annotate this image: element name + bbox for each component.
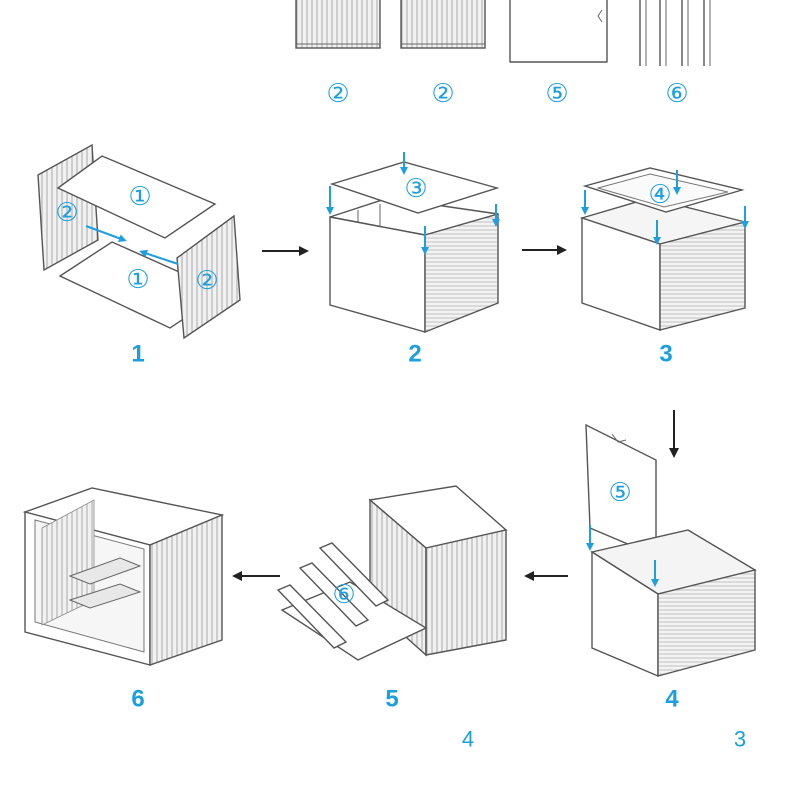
legend-label-6: ⑥ [665, 79, 688, 109]
step-5-number: 5 [385, 686, 398, 713]
step-2-illustration: ③ [326, 152, 500, 334]
legend-label-5: ⑤ [545, 79, 568, 109]
step-3-number: 3 [659, 341, 672, 368]
ribbed-side-panel-icon [295, 0, 381, 49]
door-panel-icon [509, 0, 608, 63]
step-1-callout-bottom: ① [126, 265, 149, 295]
legend-label-1: ② [326, 79, 349, 109]
step-1-callout-right: ② [195, 266, 218, 296]
shelf-rails-icon [639, 0, 711, 66]
parts-legend: ② ② ⑤ ⑥ [295, 0, 711, 109]
step-5-callout: ⑥ [332, 580, 355, 610]
step-1-illustration: ① ② ① ② [37, 143, 241, 340]
step-2-number: 2 [408, 341, 421, 368]
step-5-illustration: ⑥ [276, 485, 508, 661]
step-4-illustration: ⑤ [585, 423, 757, 678]
legend-label-2: ② [431, 79, 454, 109]
step-4-number: 4 [665, 686, 679, 713]
step-1-callout-top: ① [128, 182, 151, 212]
extra-label-3: 3 [734, 727, 746, 752]
step-3-illustration: ④ [579, 167, 749, 331]
step-1-callout-left: ② [55, 198, 78, 228]
step-4-callout: ⑤ [608, 478, 631, 508]
step-6-number: 6 [131, 686, 144, 713]
step-1-number: 1 [131, 341, 144, 368]
step-6-illustration [22, 487, 225, 666]
step-3-callout: ④ [648, 180, 671, 210]
extra-label-4: 4 [462, 727, 474, 752]
step-2-callout: ③ [404, 174, 427, 204]
ribbed-side-panel-icon [400, 0, 486, 49]
